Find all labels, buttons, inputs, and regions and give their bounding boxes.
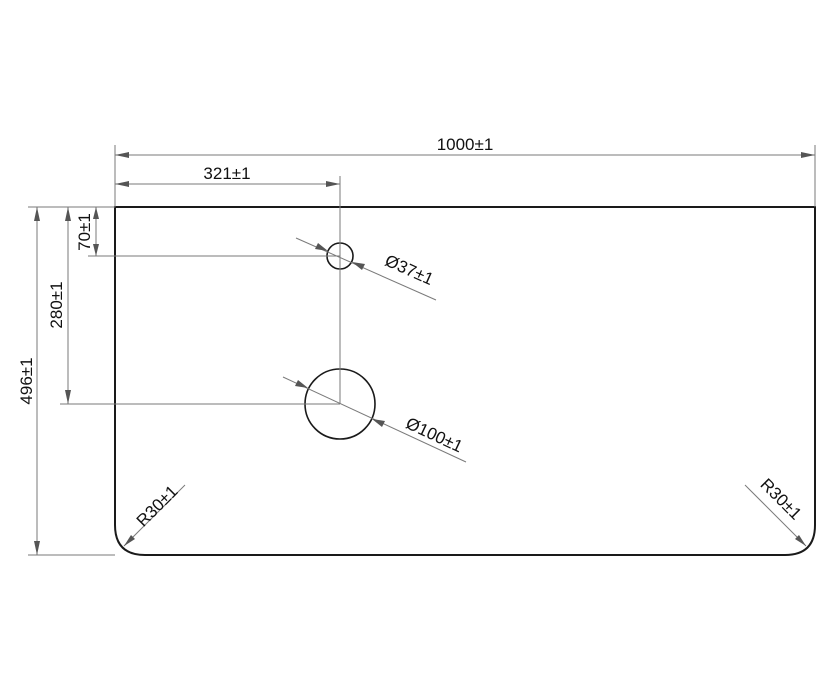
small-hole-diameter-dimension: Ø37±1: [295, 237, 436, 301]
large-hole-offset-y-label: 280±1: [47, 281, 66, 328]
small-hole-offset-y-label: 70±1: [75, 213, 94, 251]
small-hole-offset-y-dimension: 70±1: [75, 207, 340, 257]
countertop-outline: [114, 206, 816, 556]
large-hole-diameter-label: Ø100±1: [403, 414, 466, 457]
overall-width-dimension: 1000±1: [114, 135, 816, 207]
small-hole-offset-x-dimension: 321±1: [115, 164, 341, 404]
corner-radius-left-dimension: R30±1: [123, 482, 186, 547]
large-hole-diameter-dimension: Ø100±1: [282, 376, 467, 463]
corner-radius-right-label: R30±1: [756, 475, 805, 524]
corner-radius-right-dimension: R30±1: [744, 475, 807, 547]
overall-depth-label: 496±1: [17, 357, 36, 404]
small-hole-diameter-label: Ø37±1: [382, 251, 436, 289]
overall-depth-dimension: 496±1: [17, 206, 115, 556]
overall-width-label: 1000±1: [437, 135, 494, 154]
corner-radius-left-label: R30±1: [133, 482, 182, 531]
large-hole-offset-y-dimension: 280±1: [47, 207, 340, 405]
small-hole-offset-x-label: 321±1: [203, 164, 250, 183]
